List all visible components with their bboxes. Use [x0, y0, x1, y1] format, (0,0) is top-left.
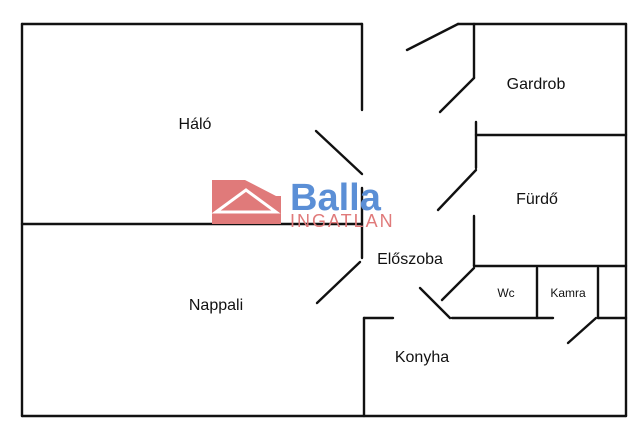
- door-hall: [418, 286, 452, 320]
- room-label-halo: Háló: [179, 116, 212, 133]
- door-wc: [440, 266, 476, 302]
- house-icon: [211, 180, 281, 224]
- door-furdo: [436, 168, 478, 212]
- room-labels: Háló Nappali Gardrob Fürdő Előszoba Wc K…: [179, 76, 586, 366]
- room-label-wc: Wc: [497, 286, 514, 300]
- room-label-konyha: Konyha: [395, 349, 449, 366]
- walls: [20, 22, 628, 418]
- door-halo: [314, 129, 364, 176]
- door-nappali: [315, 260, 362, 305]
- room-label-nappali: Nappali: [189, 297, 243, 314]
- room-label-kamra: Kamra: [550, 286, 586, 300]
- brand-subtitle: INGATLAN: [290, 211, 395, 231]
- watermark-logo: Balla INGATLAN: [211, 177, 395, 231]
- brand-name: Balla: [290, 177, 382, 219]
- door-kamra: [566, 316, 598, 345]
- door-gardrob: [438, 76, 476, 114]
- room-label-gardrob: Gardrob: [507, 76, 566, 93]
- room-label-furdo: Fürdő: [516, 191, 558, 208]
- door-entrance: [405, 22, 460, 52]
- room-label-eloszoba: Előszoba: [377, 251, 443, 268]
